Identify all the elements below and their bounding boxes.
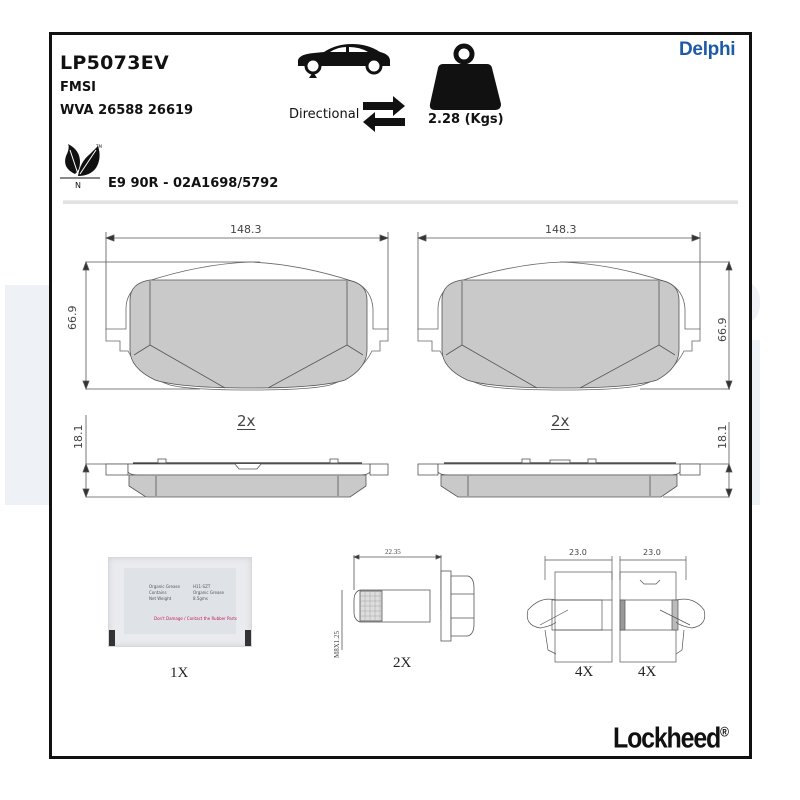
fmsi-label: FMSI [60,80,97,95]
bolt-length-dim: 22.35 [385,548,401,556]
weight-icon [429,43,501,110]
lockheed-logo: Lockheed® [613,722,729,755]
pad-left-qty: 2x [237,412,256,430]
wva-numbers: WVA 26588 26619 [60,103,194,118]
clip-a-width-dim: 23.0 [569,548,587,557]
bolt-qty: 2X [393,655,412,671]
ece-approval: E9 90R - 02A1698/5792 [108,176,279,191]
sachet-value: Organic Grease [193,590,224,595]
directional-arrows-icon [363,96,405,132]
delphi-logo: Delphi [679,39,736,60]
registered-mark: ® [720,723,729,741]
pad-right-width-dim: 148.3 [545,223,577,236]
grease-qty: 1X [170,665,189,681]
lockheed-brand: Lockheed [613,722,721,755]
sachet-line: Contains [149,590,167,595]
sachet-value: H11-SZT [193,584,211,589]
sachet-line: Organic Grease [149,584,180,589]
clip-b-qty: 4X [638,664,657,680]
header-divider [63,200,738,204]
pad-left-width-dim: 148.3 [230,223,262,236]
grease-sachet-image: Organic Grease Contains Net Weight H11-S… [108,557,252,647]
directional-label: Directional [289,107,360,122]
clip-b-width-dim: 23.0 [643,548,661,557]
sachet-line: Net Weight [149,596,172,601]
svg-text:TM: TM [95,144,102,149]
car-front-axle-icon [298,44,390,78]
svg-text:N: N [75,181,81,190]
clip-a-qty: 4X [575,664,594,680]
sachet-warning: Don't Damage / Contact the Rubber Parts [154,616,238,621]
part-number: LP5073EV [60,52,169,74]
eco-leaf-icon: N TM [60,144,102,190]
sachet-value: 8.5gms [193,596,208,601]
pad-right-qty: 2x [551,412,570,430]
weight-label: 2.28 (Kgs) [428,112,504,127]
